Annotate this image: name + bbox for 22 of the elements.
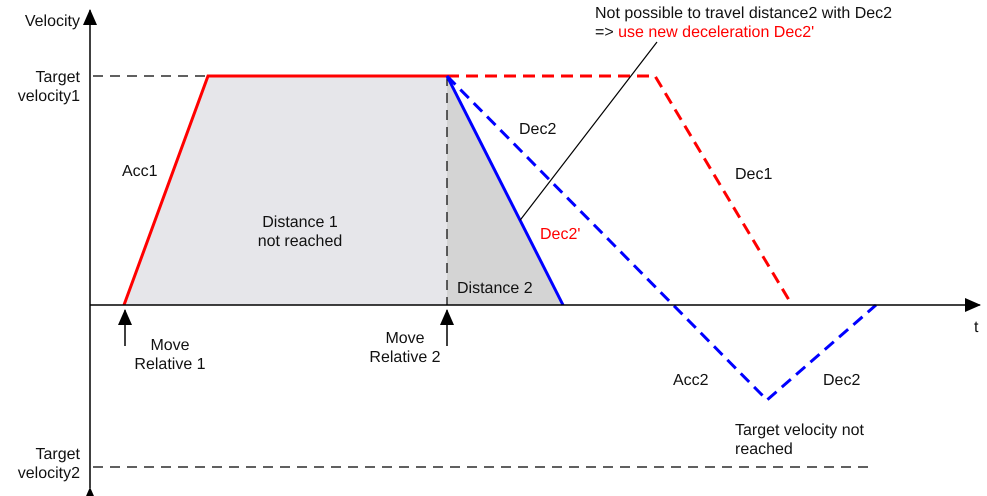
arrow — [118, 309, 132, 346]
segment-label: Dec2 — [823, 371, 860, 390]
segment-label: Acc2 — [673, 371, 709, 390]
time-axis — [90, 298, 981, 312]
note-text: Not possible to travel distance2 with Dec2 — [595, 4, 894, 23]
event-label: Move Relative 2 — [369, 330, 441, 366]
axis-label: t — [974, 318, 978, 337]
event-label: Move Relative 1 — [134, 337, 206, 373]
note-text: use new deceleration Dec2' — [618, 24, 814, 41]
segment-label: Dec2 — [519, 120, 556, 139]
note-text: => — [595, 24, 614, 41]
axis-label: Velocity — [24, 12, 80, 31]
tick-label: Target velocity1 — [16, 68, 80, 106]
segment-label: Acc1 — [122, 162, 158, 181]
note-text: Target velocity not reached — [735, 421, 865, 459]
segment-label: Dec2' — [540, 225, 580, 244]
area-label: Distance 2 — [457, 279, 533, 298]
area-label: Distance 1 not reached — [256, 213, 344, 251]
tick-label: Target velocity2 — [16, 445, 80, 483]
arrow — [440, 309, 454, 346]
leader-line — [520, 42, 658, 221]
segment-label: Dec1 — [735, 165, 772, 184]
